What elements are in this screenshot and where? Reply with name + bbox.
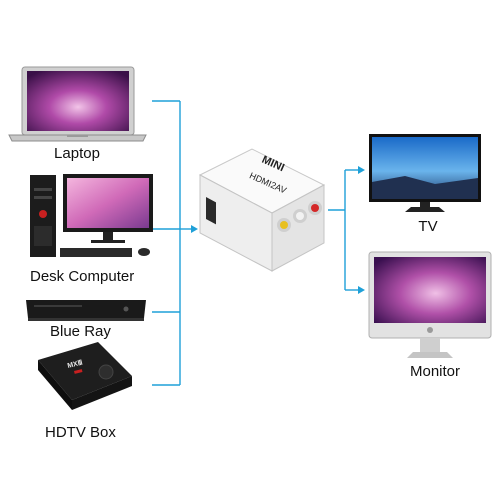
monitor-image bbox=[368, 251, 492, 358]
laptop-label: Laptop bbox=[54, 145, 100, 162]
arrow-to-converter bbox=[191, 225, 198, 233]
desk-computer-image bbox=[30, 174, 153, 257]
hdtv-box-image: MXⅢ bbox=[38, 342, 132, 410]
hdmi2av-converter-image bbox=[198, 148, 326, 272]
blue-ray-player-image bbox=[26, 300, 146, 321]
monitor-label: Monitor bbox=[409, 363, 461, 380]
blue-ray-label: Blue Ray bbox=[50, 323, 111, 340]
hdtv-box-label: HDTV Box bbox=[45, 424, 116, 441]
arrow-to-tv bbox=[358, 166, 365, 174]
tv-label: TV bbox=[418, 218, 438, 235]
laptop-image bbox=[8, 66, 147, 142]
tv-image bbox=[369, 134, 481, 212]
arrow-to-monitor bbox=[358, 286, 365, 294]
desk-computer-label: Desk Computer bbox=[30, 268, 135, 285]
hdtv-box-logo: MXⅢ bbox=[67, 358, 84, 370]
